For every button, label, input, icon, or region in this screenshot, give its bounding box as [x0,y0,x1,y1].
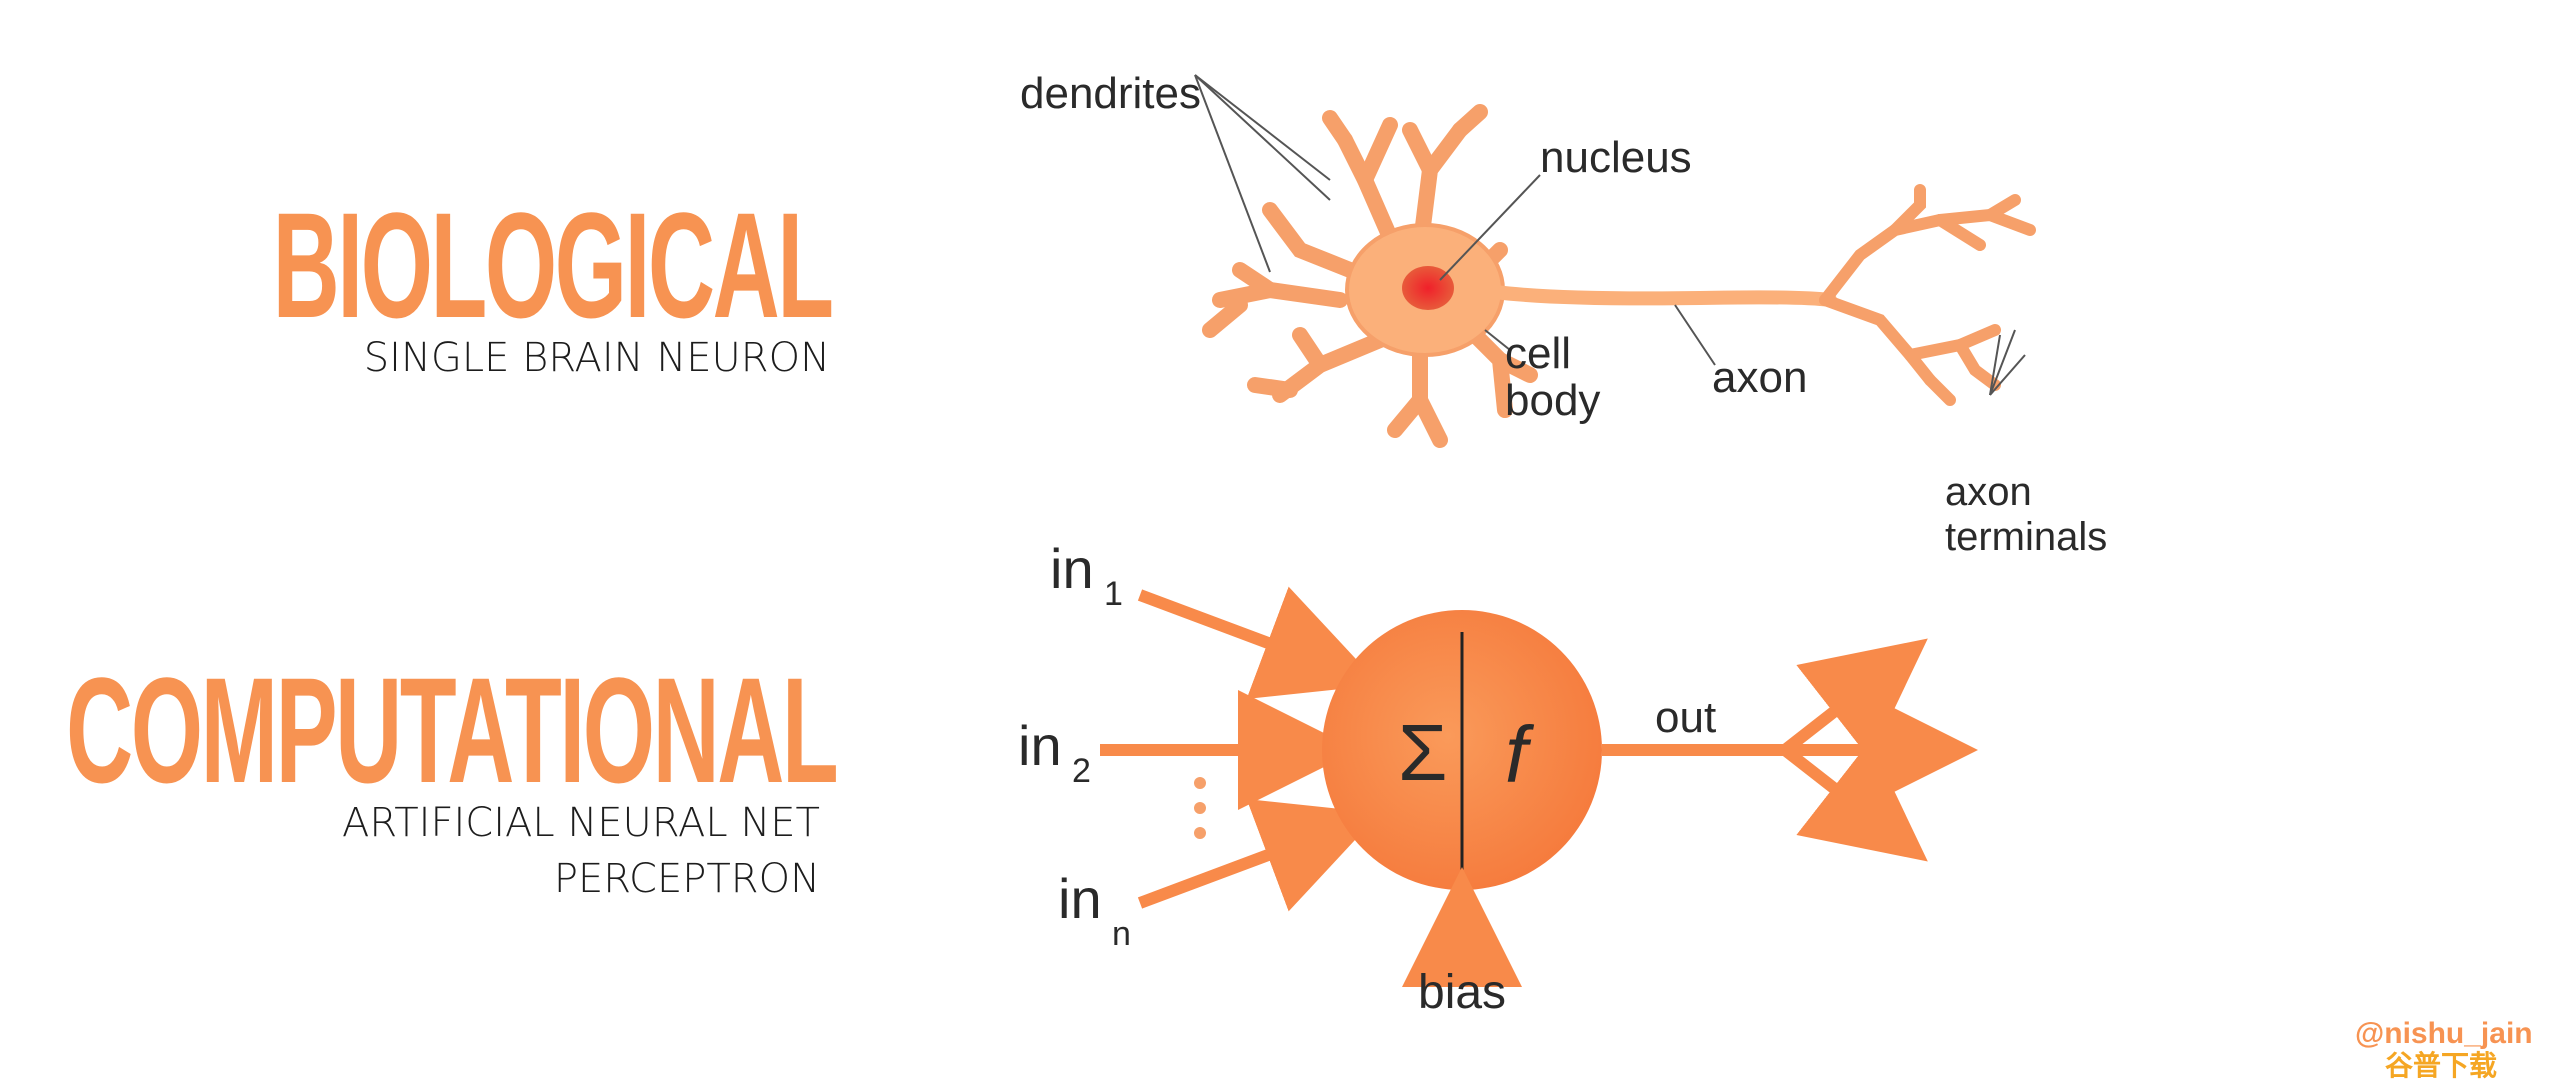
computational-subtitle-line2: PERCEPTRON [553,856,820,902]
input-arrows [1100,586,1380,912]
input-n-subscript: n [1112,915,1131,953]
biological-subtitle: SINGLE BRAIN NEURON [363,335,830,381]
author-credit: @nishu_jain [2355,1017,2533,1050]
label-cell: cell [1505,329,1571,378]
label-dendrites: dendrites [1020,69,1201,118]
axon [1488,285,1837,307]
output-arrows [1602,638,1978,862]
nucleus [1402,266,1454,310]
label-nucleus: nucleus [1540,133,1692,182]
biological-neuron: dendrites nucleus cell body axon axon te… [1020,69,2107,559]
sum-symbol: Σ [1398,708,1447,797]
label-axon: axon [1712,353,1807,402]
computational-subtitle-line1: ARTIFICIAL NEURAL NET [341,800,820,846]
input-1-subscript: 1 [1104,575,1123,613]
output-label: out [1655,693,1716,742]
label-axon-terminals-2: terminals [1945,515,2107,559]
computational-title: COMPUTATIONAL [65,646,839,814]
computational-subtitle: ARTIFICIAL NEURAL NET PERCEPTRON [342,795,820,907]
perceptron: Σ f in 1 in 2 in n bias out [1018,537,1978,1019]
label-body: body [1505,376,1600,425]
input-n-label: in [1058,867,1102,930]
input-1-label: in [1050,537,1094,600]
ellipsis-dots [1194,777,1206,839]
label-axon-terminals-1: axon [1945,470,2032,514]
label-leader-lines [1194,74,2026,396]
bias-label: bias [1418,966,1506,1019]
input-2-subscript: 2 [1072,752,1091,790]
watermark: 谷普下载 [2385,1050,2498,1081]
axon-terminal-branches [1819,184,2036,406]
input-2-label: in [1018,714,1062,777]
biological-title: BIOLOGICAL [273,181,834,349]
